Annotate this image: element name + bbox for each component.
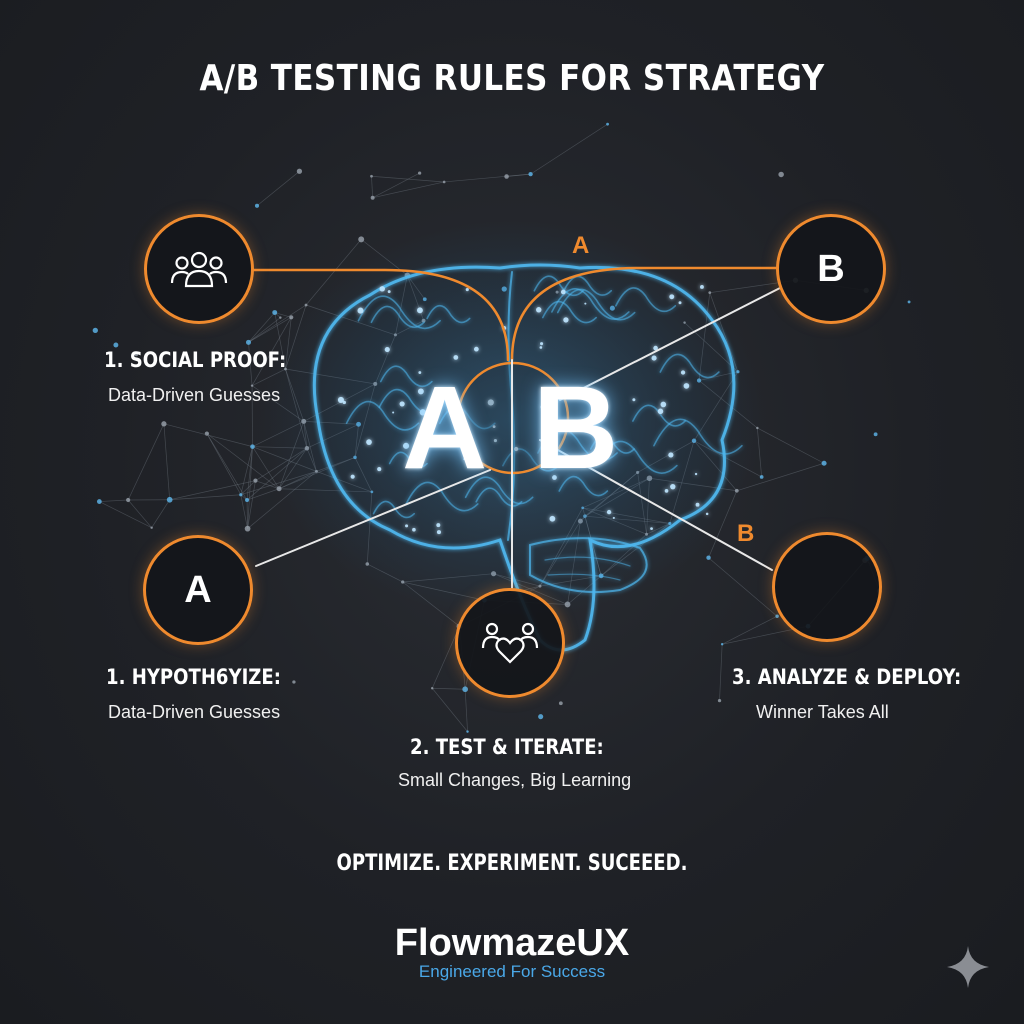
step-test-iterate-title: 2. TEST & ITERATE: (410, 735, 604, 759)
brain-illustration (312, 263, 743, 652)
node-variant-a: A (143, 535, 253, 645)
people-group-icon (170, 251, 228, 288)
node-variant-b: B (776, 214, 886, 324)
variant-tag-a: A (572, 232, 590, 259)
step-social-proof-subtitle: Data-Driven Guesses (108, 385, 281, 405)
people-heart-icon (481, 622, 539, 664)
step-hypothesize-subtitle: Data-Driven Guesses (108, 702, 281, 722)
variant-tag-b: B (737, 520, 755, 547)
center-letter-a: A (402, 362, 492, 494)
brand-tagline: Engineered For Success (418, 962, 606, 981)
step-hypothesize-title: 1. HYPOTH6YIZE: (106, 665, 281, 689)
step-analyze-deploy-title: 3. ANALYZE & DEPLOY: (732, 665, 962, 689)
step-analyze-deploy-subtitle: Winner Takes All (756, 702, 889, 722)
node-letter-a: A (184, 568, 212, 611)
sparkle-icon (947, 946, 989, 988)
center-letter-b: B (533, 362, 623, 494)
node-letter-b: B (817, 247, 845, 290)
step-social-proof-title: 1. SOCIAL PROOF: (104, 348, 287, 372)
node-social-proof (144, 214, 254, 324)
page-title: A/B TESTING RULES FOR STRATEGY (199, 58, 825, 99)
tagline: OPTIMIZE. EXPERIMENT. SUCEEED. (336, 851, 688, 876)
brand-name: FlowmazeUX (394, 922, 630, 964)
connector-lines (250, 266, 781, 589)
step-test-iterate-subtitle: Small Changes, Big Learning (398, 770, 632, 790)
node-test-iterate (455, 588, 565, 698)
node-analyze-deploy (772, 532, 882, 642)
